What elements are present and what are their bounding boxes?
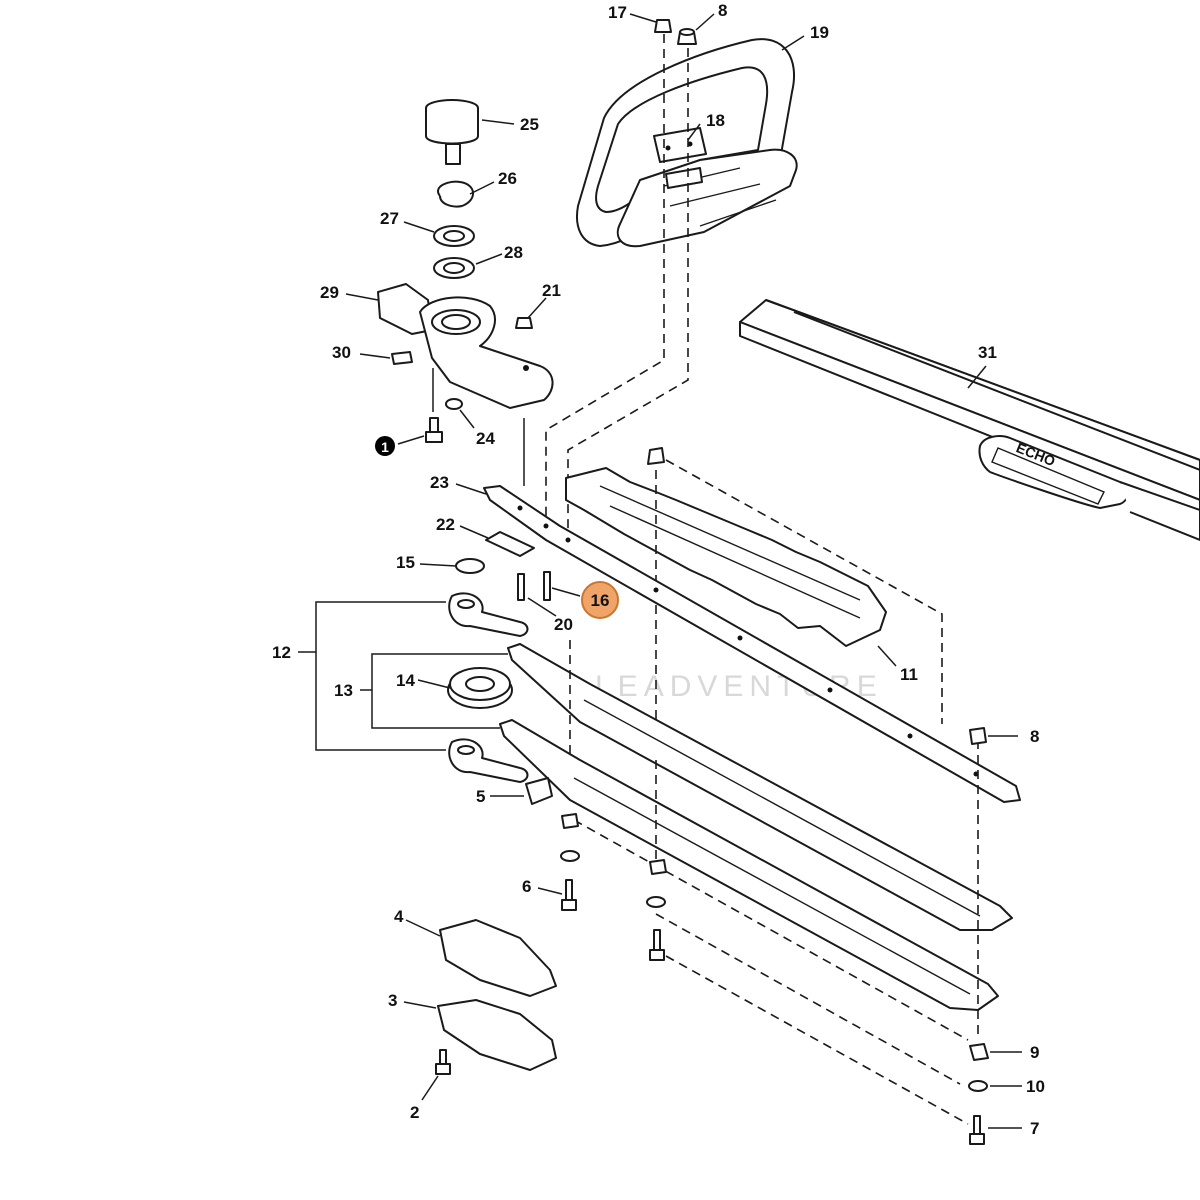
lower-blade-lower [499, 719, 999, 1011]
bolt-16 [543, 571, 551, 601]
callout-24: 24 [476, 429, 495, 448]
guide-bar-23 [483, 485, 1021, 803]
callout-3: 3 [388, 991, 397, 1010]
callout-8-top: 8 [718, 1, 727, 20]
callout-12: 12 [272, 643, 291, 662]
grease-fitting-30 [391, 351, 413, 365]
leader-lines [345, 13, 1022, 1129]
callout-2: 2 [410, 1103, 419, 1122]
callout-13: 13 [334, 681, 353, 700]
nut-top-blade [647, 447, 665, 465]
bearing-28 [433, 257, 475, 279]
bolt-20 [517, 573, 525, 601]
bolt-7 [969, 1115, 985, 1145]
callout-4: 4 [394, 907, 404, 926]
bracket-13 [371, 653, 508, 729]
bolt-lower [649, 929, 665, 961]
highlight-circle[interactable] [581, 581, 619, 619]
callout-26: 26 [498, 169, 517, 188]
callout-11: 11 [900, 665, 918, 684]
callout-27: 27 [380, 209, 399, 228]
bearing-27 [433, 225, 475, 247]
callout-23: 23 [430, 473, 449, 492]
bolt-1 [425, 417, 443, 443]
callout-9: 9 [1030, 1043, 1039, 1062]
callout-8-lower: 8 [1030, 727, 1039, 746]
callout-10: 10 [1026, 1077, 1045, 1096]
callout-17: 17 [608, 3, 627, 22]
callout-30: 30 [332, 343, 351, 362]
callout-6: 6 [522, 877, 531, 896]
nut-9 [969, 1043, 989, 1061]
lower-blade-upper [507, 643, 1013, 931]
washer [560, 850, 580, 862]
bracket-12 [315, 601, 446, 751]
callout-21: 21 [542, 281, 561, 300]
nut-17 [654, 19, 672, 33]
callout-7: 7 [1030, 1119, 1039, 1138]
callout-28: 28 [504, 243, 523, 262]
gear-14 [447, 667, 513, 709]
callout-31: 31 [978, 343, 997, 362]
washer-10 [968, 1080, 988, 1092]
callout-5: 5 [476, 787, 485, 806]
blade-cover-31: ECHO [739, 299, 1200, 541]
callout-20: 20 [554, 615, 573, 634]
connecting-rod-lower [448, 738, 529, 783]
plate-3 [437, 999, 557, 1071]
spacer [561, 813, 579, 829]
nut-21 [515, 317, 533, 329]
connecting-rod-upper [448, 592, 529, 637]
gasket-4 [439, 919, 557, 997]
callout-18: 18 [706, 111, 725, 130]
callout-1-marker: 1 [375, 436, 395, 456]
callout-19: 19 [810, 23, 829, 42]
washer-2 [646, 896, 666, 908]
gear-case-29 [377, 283, 554, 409]
front-handle [576, 38, 798, 248]
callout-16[interactable]: 16 [591, 591, 610, 610]
snap-ring-26 [437, 180, 474, 208]
gear-cup-25 [425, 99, 479, 165]
clip-5 [525, 777, 553, 805]
plate-22 [485, 531, 535, 557]
washer-24 [445, 398, 463, 410]
spacer-2 [649, 859, 667, 875]
callout-labels: 17 8 19 18 25 26 27 28 29 21 30 1 24 31 … [272, 1, 1045, 1138]
upper-blade-11 [565, 467, 887, 647]
marker-circle [375, 436, 395, 456]
washer-15 [455, 558, 485, 574]
nut-8-top [677, 28, 697, 45]
nut-8-lower [969, 727, 987, 745]
callout-22: 22 [436, 515, 455, 534]
callout-16-highlight[interactable]: 16 [581, 581, 619, 619]
callout-14: 14 [396, 671, 415, 690]
callout-29: 29 [320, 283, 339, 302]
callout-1: 1 [381, 439, 389, 455]
callout-25: 25 [520, 115, 539, 134]
bolt-6 [561, 879, 577, 911]
bolt-2 [435, 1049, 451, 1075]
callout-15: 15 [396, 553, 415, 572]
